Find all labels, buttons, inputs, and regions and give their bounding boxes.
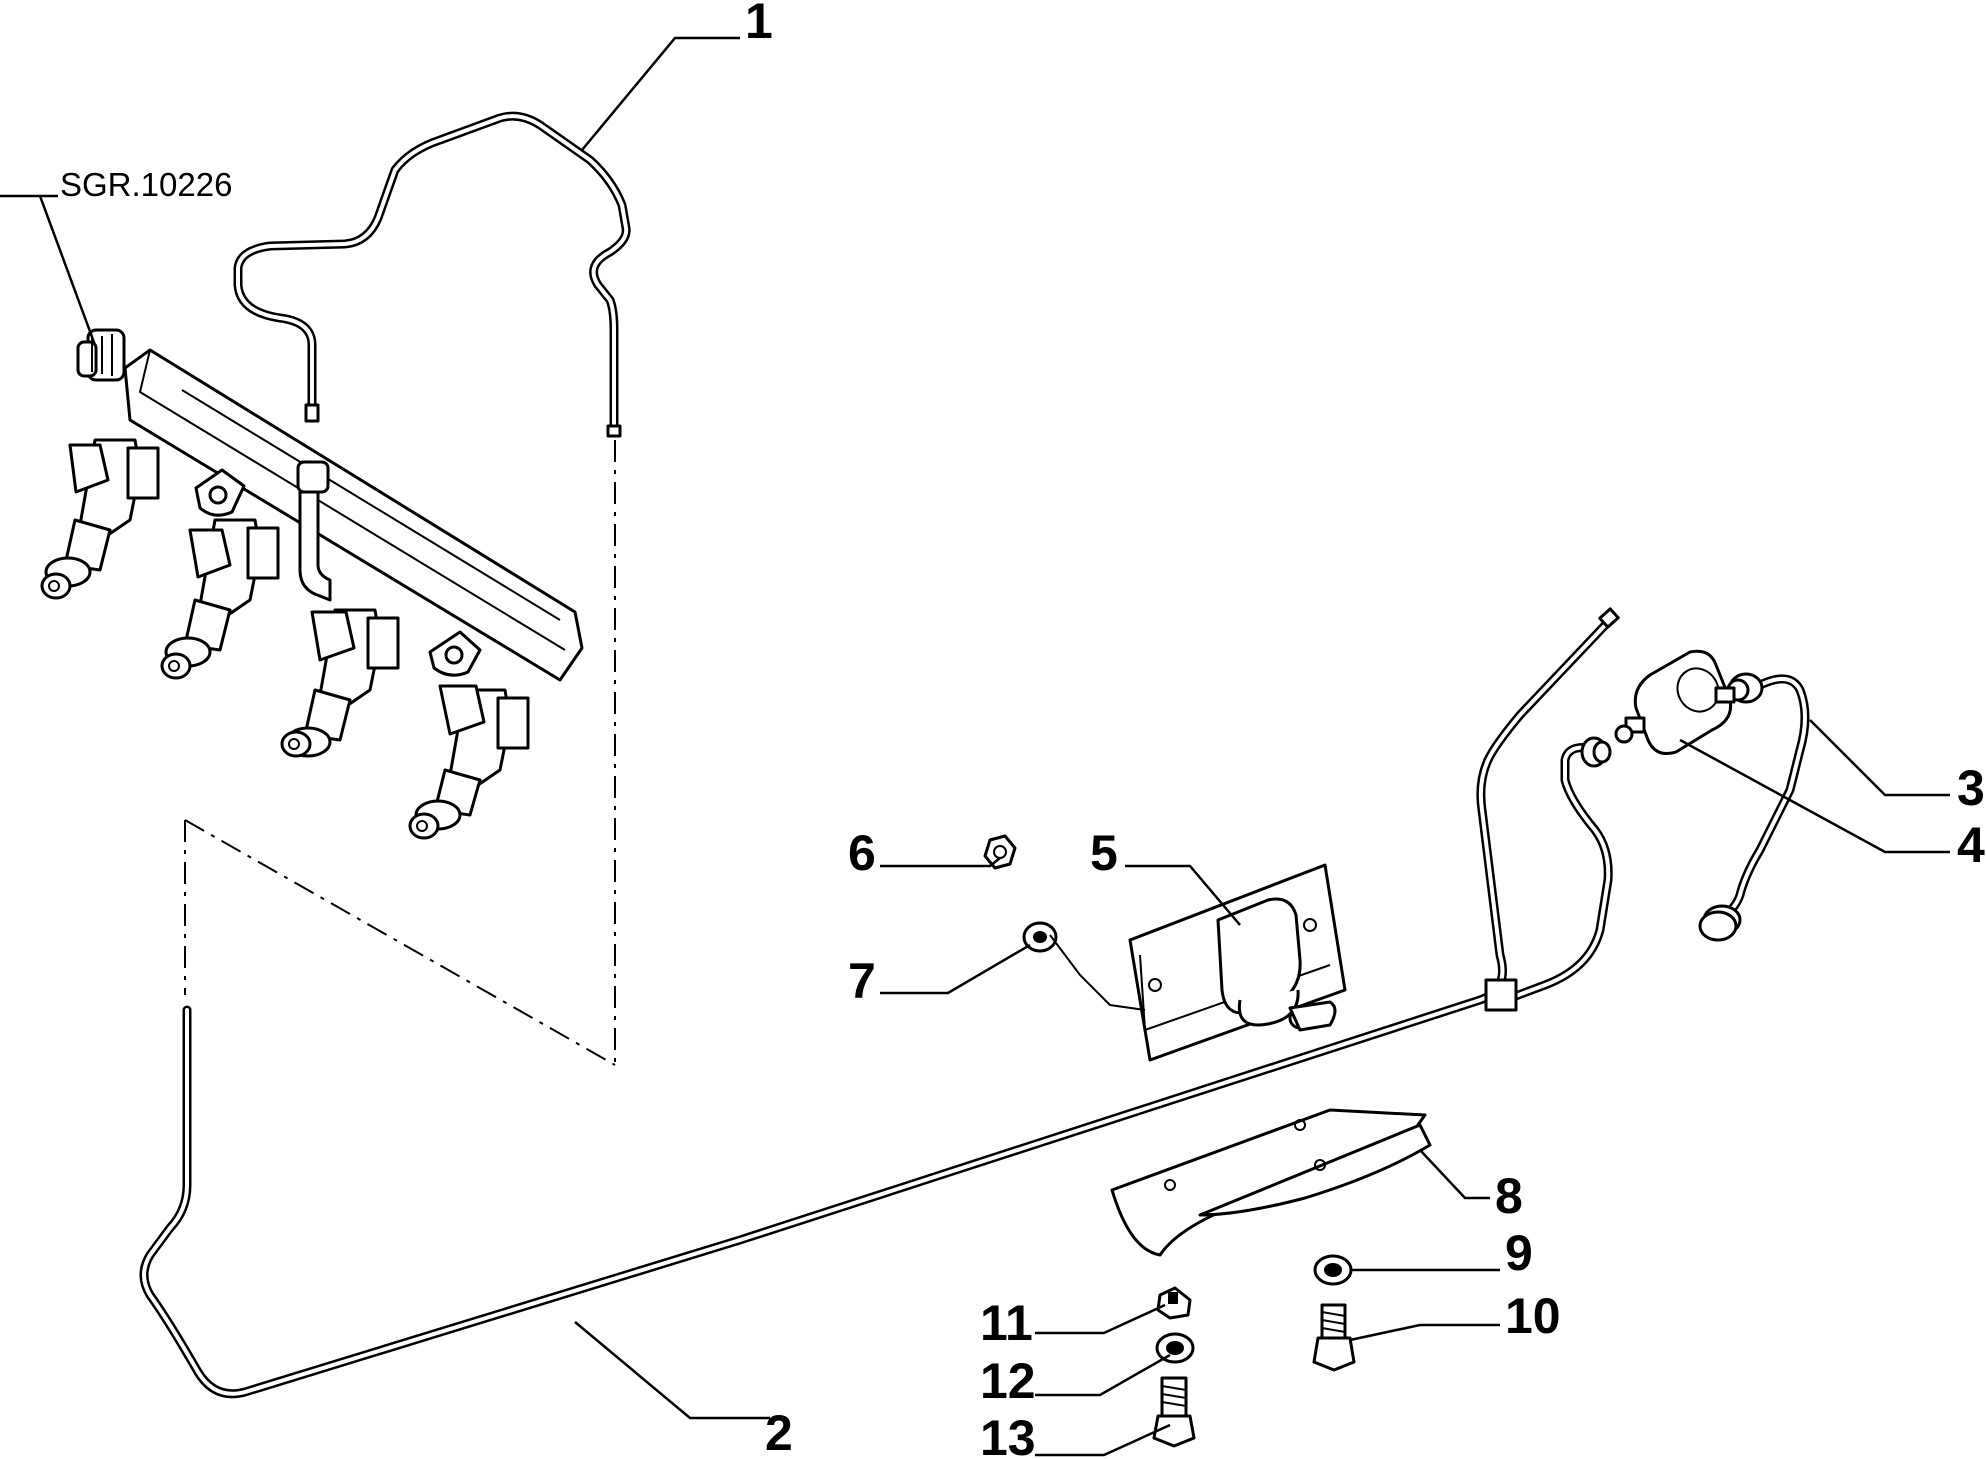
reference-label: SGR.10226 xyxy=(60,166,232,203)
callout-13: 13 xyxy=(980,1410,1036,1459)
fuel-pipe-short xyxy=(1698,672,1810,942)
callout-2: 2 xyxy=(765,1405,793,1459)
bolt-13 xyxy=(1152,1376,1196,1448)
callout-11: 11 xyxy=(980,1295,1033,1351)
callout-4: 4 xyxy=(1957,817,1985,873)
callout-3: 3 xyxy=(1957,760,1985,816)
washer-7 xyxy=(1022,921,1146,1011)
washer-12 xyxy=(1155,1332,1195,1364)
callout-5: 5 xyxy=(1090,825,1118,881)
injector-1 xyxy=(40,438,160,600)
clip-nut-11 xyxy=(1156,1286,1192,1320)
nut-6 xyxy=(983,834,1017,870)
fuel-filter xyxy=(1614,649,1736,755)
fuel-pipe-main xyxy=(139,607,1620,1399)
callout-9: 9 xyxy=(1505,1225,1533,1281)
guard-plate xyxy=(1110,1108,1432,1257)
callout-12: 12 xyxy=(980,1353,1036,1409)
fuel-pipe-upper xyxy=(233,111,631,438)
leader-lines xyxy=(0,36,1950,1457)
alignment-lines xyxy=(184,440,616,1066)
callout-10: 10 xyxy=(1505,1288,1561,1344)
injector-4 xyxy=(408,684,530,840)
callout-7: 7 xyxy=(848,953,876,1009)
pipe-bracket xyxy=(1128,863,1347,1062)
washer-9 xyxy=(1313,1254,1353,1286)
bolt-10 xyxy=(1312,1303,1356,1372)
callout-6: 6 xyxy=(848,825,876,881)
injector-2 xyxy=(160,518,280,680)
fuel-rail-assembly xyxy=(40,328,584,840)
injector-3 xyxy=(280,608,400,758)
callout-8: 8 xyxy=(1495,1168,1523,1224)
callout-1: 1 xyxy=(745,0,773,49)
